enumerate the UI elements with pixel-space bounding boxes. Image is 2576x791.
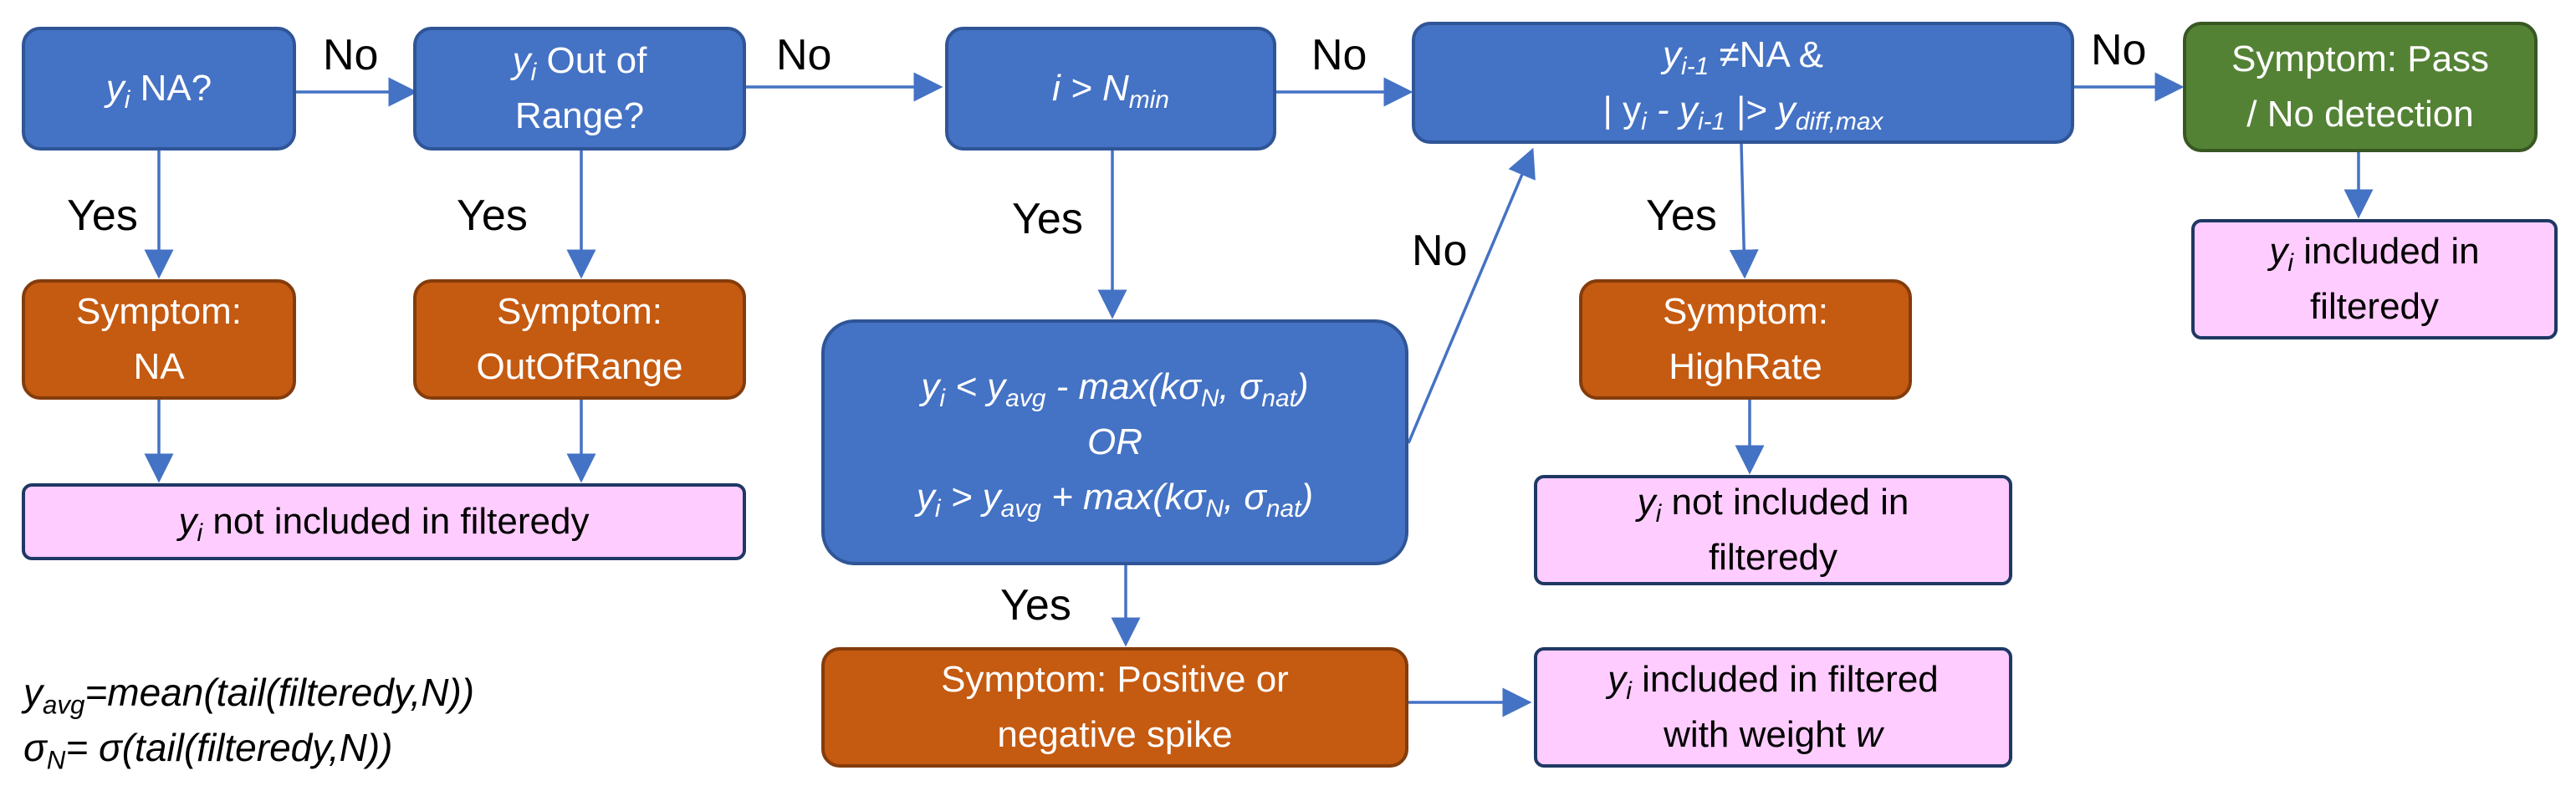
decision-nmin-check: i > Nmin <box>945 27 1276 151</box>
arrow-spike-to-rate <box>1407 147 1536 444</box>
symptom-pass: Symptom: Pass / No detection <box>2183 22 2538 152</box>
edge-label-na-no: No <box>323 31 379 79</box>
output-not-included-1: yi not included in filteredy <box>22 483 746 560</box>
output-included: yi included in filteredy <box>2191 219 2558 339</box>
decision-rate-check: yi-1 ≠NA & | yi - yi-1 |> ydiff,max <box>1412 22 2074 144</box>
formula-sigma: σN= σ(tail(filteredy,N)) <box>23 726 393 775</box>
symptom-spike: Symptom: Positive or negative spike <box>821 647 1408 768</box>
decision-spike-check: yi < yavg - max(kσN, σnat) OR yi > yavg … <box>821 319 1408 565</box>
edge-label-spike-no: No <box>1412 227 1468 275</box>
arrow-rate-to-symptom <box>1729 143 1759 279</box>
edge-label-range-no: No <box>776 31 832 79</box>
formula-avg: yavg=mean(tail(filteredy,N)) <box>23 671 475 720</box>
decision-na-check: yi NA? <box>22 27 296 151</box>
edge-label-rate-yes: Yes <box>1646 191 1717 240</box>
decision-range-check: yi Out of Range? <box>413 27 746 151</box>
output-included-weighted: yi included in filtered with weight w <box>1534 647 2012 768</box>
edge-label-nmin-no: No <box>1311 31 1367 79</box>
edge-label-range-yes: Yes <box>457 191 528 240</box>
edge-label-nmin-yes: Yes <box>1012 195 1083 243</box>
symptom-na: Symptom: NA <box>22 279 296 400</box>
symptom-high-rate: Symptom: HighRate <box>1579 279 1912 400</box>
edge-label-rate-no: No <box>2091 26 2147 74</box>
output-not-included-2: yi not included in filteredy <box>1534 475 2012 585</box>
edge-label-spike-yes: Yes <box>1000 581 1071 630</box>
symptom-out-of-range: Symptom: OutOfRange <box>413 279 746 400</box>
edge-label-na-yes: Yes <box>67 191 138 240</box>
